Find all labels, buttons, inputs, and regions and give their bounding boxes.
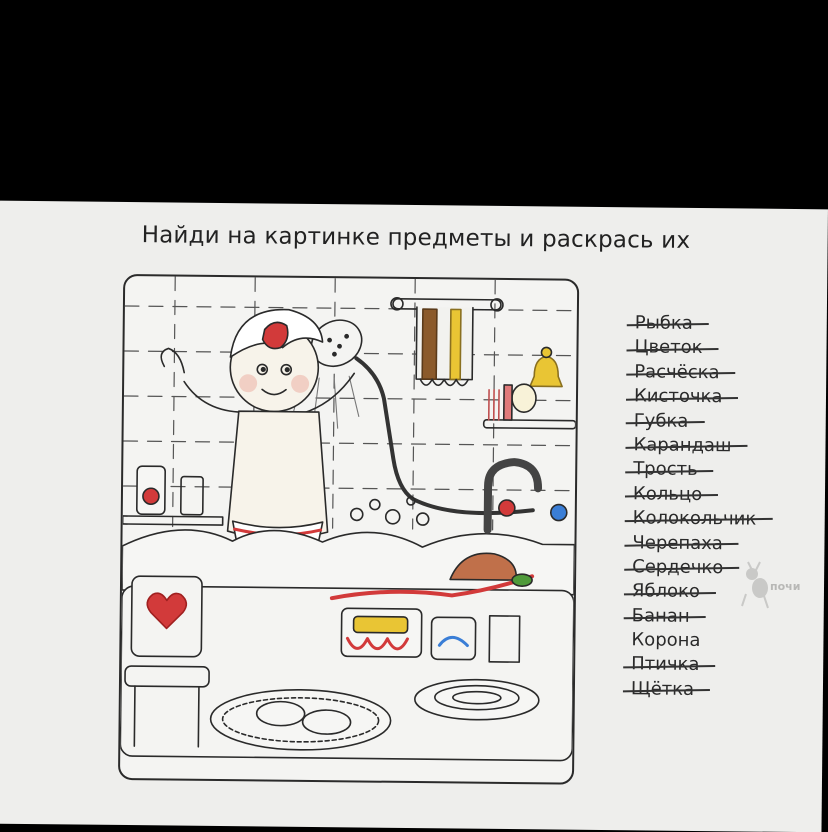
worksheet-title: Найди на картинке предметы и раскрась их [141, 222, 691, 254]
word-label: Губка [634, 410, 699, 432]
watermark-text: почи [770, 580, 801, 593]
word-item: Расчёска [634, 360, 824, 386]
word-label: Банан [632, 605, 700, 627]
worksheet-page: Найди на картинке предметы и раскрась их [0, 200, 828, 832]
word-item: Птичка [631, 653, 821, 679]
word-item: Колокольчик [633, 506, 823, 532]
towel [390, 297, 504, 387]
word-label: Колокольчик [633, 507, 767, 529]
turtle [449, 552, 533, 587]
faucet [483, 458, 568, 534]
bathroom-illustration [117, 273, 580, 785]
word-item: Кисточка [634, 384, 824, 410]
word-item: Рыбка [635, 311, 825, 337]
bathroom-drawing [119, 275, 578, 762]
word-label: Цветок [634, 337, 712, 359]
word-label: Карандаш [633, 434, 741, 456]
word-item: Карандаш [633, 433, 823, 459]
word-label: Щётка [631, 678, 704, 700]
chair [124, 575, 210, 748]
shelf [482, 346, 577, 430]
word-label: Черепаха [632, 532, 733, 554]
word-item: Цветок [634, 336, 824, 362]
word-item: Кольцо [633, 482, 823, 508]
word-label: Сердечко [632, 556, 733, 578]
word-label: Кисточка [634, 385, 733, 407]
ant-mascot-icon [741, 561, 769, 609]
word-label: Расчёска [634, 361, 730, 383]
word-item: Черепаха [632, 531, 822, 557]
shower [289, 319, 535, 516]
word-label: Птичка [631, 654, 709, 676]
word-item: Губка [634, 409, 824, 435]
word-label: Корона [631, 629, 701, 652]
rug [209, 678, 540, 751]
word-label: Кольцо [633, 483, 712, 505]
word-item: Корона [631, 628, 821, 654]
word-label: Трость [633, 459, 708, 481]
word-item: Щётка [631, 677, 821, 703]
word-label: Яблоко [632, 581, 710, 603]
word-item: Трость [633, 458, 823, 484]
word-label: Рыбка [635, 312, 703, 334]
basket [340, 607, 521, 663]
bottles [121, 465, 224, 526]
